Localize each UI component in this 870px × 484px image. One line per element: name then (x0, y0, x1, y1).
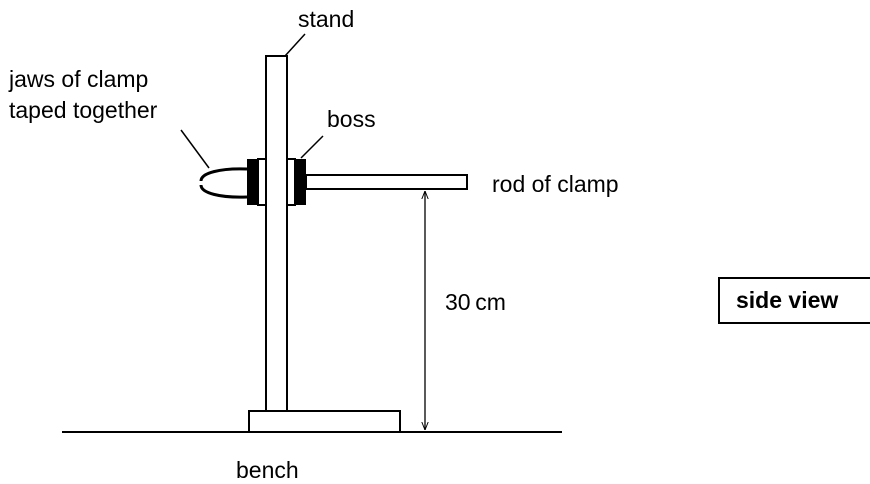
stand-leader (284, 33, 306, 57)
boss-label: boss (327, 106, 376, 132)
stand-base (248, 410, 401, 433)
boss (295, 159, 306, 205)
boss-leader (300, 135, 324, 159)
jaws-label-line1: jaws of clamp (8, 66, 148, 92)
clamp-jaws (199, 167, 248, 199)
height-label: 30 cm (445, 289, 506, 315)
clamp-rod (305, 174, 468, 190)
bench-label: bench (236, 457, 299, 483)
side-view-box (718, 277, 870, 324)
clamp-plate-left-face (257, 158, 267, 206)
stand-rod (265, 55, 288, 412)
jaws-label-line2: taped together (9, 97, 158, 123)
side-view-label: side view (736, 287, 838, 313)
rod-of-clamp-label: rod of clamp (492, 171, 619, 197)
clamp-plate-left (247, 159, 258, 205)
stand-label: stand (298, 6, 354, 32)
jaws-leader (180, 129, 210, 169)
boss-face (286, 158, 296, 206)
